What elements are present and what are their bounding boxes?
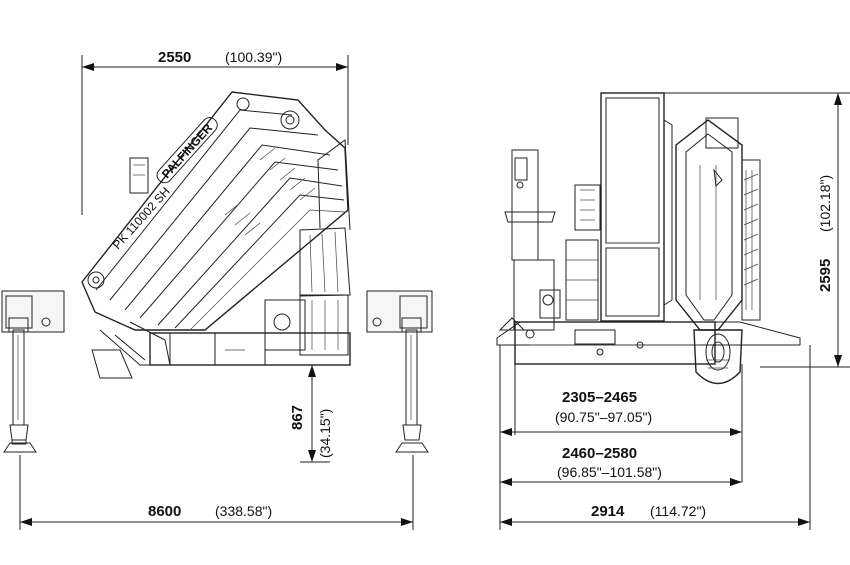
width-range-1-inch: (90.75"–97.05") xyxy=(555,409,652,425)
overall-width-mm: 2914 xyxy=(591,503,625,520)
overall-width-inch: (114.72") xyxy=(650,503,706,519)
dimension-width-range-2: 2460–2580 (96.85"–101.58") xyxy=(500,445,742,486)
left-outrigger-beam xyxy=(1,290,65,333)
front-view: 2595 (102.18") 2305–2465 (90.75"–97.05")… xyxy=(496,92,850,530)
width-range-1-mm: 2305–2465 xyxy=(562,389,637,406)
dimension-top-width: 2550 (100.39") xyxy=(81,49,349,215)
crane-boom xyxy=(81,91,349,379)
right-stabilizer-leg xyxy=(395,317,429,453)
base-height-mm: 867 xyxy=(289,405,306,430)
outrigger-span-inch: (338.58") xyxy=(215,503,272,519)
crane-base xyxy=(149,294,351,366)
dimension-width-range-1: 2305–2465 (90.75"–97.05") xyxy=(500,389,742,436)
control-post xyxy=(498,149,601,331)
side-view: PK 110002 SH PALFINGER 2550 (100.39") 86… xyxy=(1,49,433,530)
front-column xyxy=(675,117,761,385)
width-range-2-inch: (96.85"–101.58") xyxy=(557,464,662,480)
dimension-overall-width: 2914 (114.72") xyxy=(500,503,810,526)
overall-height-mm: 2595 xyxy=(817,259,834,292)
width-range-2-mm: 2460–2580 xyxy=(562,445,637,462)
dimension-base-height: 867 (34.15") xyxy=(289,364,350,463)
crane-model-label: PK 110002 SH xyxy=(110,184,173,252)
front-base-plate xyxy=(496,321,801,346)
dimension-outrigger-span: 8600 (338.58") xyxy=(19,455,414,530)
outrigger-span-mm: 8600 xyxy=(148,503,181,520)
left-stabilizer-leg xyxy=(3,317,37,453)
top-width-inch: (100.39") xyxy=(225,49,282,65)
top-width-mm: 2550 xyxy=(158,49,191,66)
front-boom-block xyxy=(565,92,673,322)
overall-height-inch: (102.18") xyxy=(817,175,833,232)
crane-column xyxy=(299,139,351,297)
base-height-inch: (34.15") xyxy=(317,409,333,458)
dimension-overall-height: 2595 (102.18") xyxy=(664,92,850,368)
